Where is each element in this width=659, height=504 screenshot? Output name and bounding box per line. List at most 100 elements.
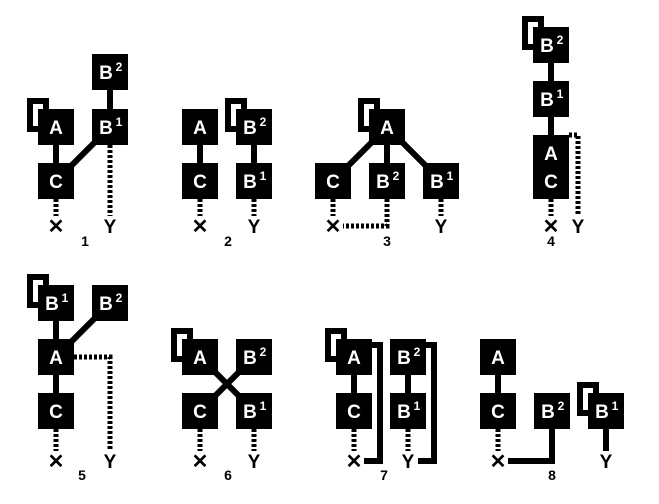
node-label: C xyxy=(347,402,361,423)
self-loop xyxy=(225,98,247,132)
node-a: A xyxy=(38,339,74,375)
node-superscript: 2 xyxy=(116,60,123,74)
node-label: C xyxy=(326,172,340,193)
terminal-x: ✕ xyxy=(346,451,363,473)
node-label: A xyxy=(544,144,558,165)
node-box xyxy=(369,109,405,145)
node-box xyxy=(182,339,218,375)
node-box xyxy=(480,393,516,429)
node-label: C xyxy=(193,402,207,423)
terminal-x: ✕ xyxy=(192,216,209,238)
terminal-x: ✕ xyxy=(48,216,65,238)
node-box xyxy=(182,393,218,429)
node-superscript: 2 xyxy=(116,291,123,305)
node-box xyxy=(423,163,459,199)
node-box xyxy=(533,81,569,117)
terminal-y: Y xyxy=(104,217,117,238)
node-superscript: 2 xyxy=(557,33,564,47)
dotted-link xyxy=(74,354,113,451)
node-label: B xyxy=(243,118,257,139)
node-a: A xyxy=(171,328,218,375)
solid-link xyxy=(418,342,437,464)
node-label: B xyxy=(540,90,554,111)
node-box xyxy=(236,339,272,375)
node-superscript: 1 xyxy=(62,291,69,305)
dotted-link xyxy=(569,132,581,216)
node-superscript: 1 xyxy=(447,169,454,183)
diagram-caption: 7 xyxy=(380,467,388,483)
node-box xyxy=(533,163,569,199)
node-label: B xyxy=(595,402,609,423)
terminal-y: Y xyxy=(402,452,415,473)
terminal-y: Y xyxy=(435,217,448,238)
node-box xyxy=(92,285,128,321)
node-superscript: 2 xyxy=(260,345,267,359)
self-loop xyxy=(358,98,380,132)
terminal-x: ✕ xyxy=(325,216,342,238)
terminal-y: Y xyxy=(572,217,585,238)
node-label: A xyxy=(193,348,207,369)
node-label: C xyxy=(544,172,558,193)
node-box xyxy=(336,393,372,429)
node-a: A xyxy=(358,98,405,145)
self-loop xyxy=(577,382,599,416)
node-box xyxy=(480,339,516,375)
diagram-caption: 3 xyxy=(383,233,391,249)
terminal-y: Y xyxy=(600,452,613,473)
node-label: B xyxy=(243,348,257,369)
node-a: A xyxy=(325,328,372,375)
node-box xyxy=(390,393,426,429)
solid-link xyxy=(364,342,383,464)
node-a: A xyxy=(182,109,218,145)
self-loop xyxy=(27,98,49,132)
node-c: C xyxy=(533,163,569,199)
self-loop xyxy=(522,16,544,50)
node-superscript: 2 xyxy=(393,169,400,183)
node-label: B xyxy=(45,294,59,315)
node-box xyxy=(236,393,272,429)
node-c: C xyxy=(336,393,372,429)
node-label: A xyxy=(49,118,63,139)
node-superscript: 1 xyxy=(612,399,619,413)
dotted-link xyxy=(343,199,390,229)
self-loop xyxy=(325,328,347,362)
node-label: B xyxy=(397,348,411,369)
diagram-caption: 8 xyxy=(548,467,556,483)
node-box xyxy=(182,109,218,145)
terminal-x: ✕ xyxy=(192,451,209,473)
node-c: C xyxy=(182,163,218,199)
node-label: C xyxy=(193,172,207,193)
node-superscript: 2 xyxy=(414,345,421,359)
node-label: B xyxy=(243,172,257,193)
node-box xyxy=(92,109,128,145)
node-box xyxy=(38,285,74,321)
node-c: C xyxy=(38,393,74,429)
terminal-y: Y xyxy=(104,452,117,473)
node-a: A xyxy=(27,98,74,145)
node-box xyxy=(588,393,624,429)
node-superscript: 2 xyxy=(260,115,267,129)
node-box xyxy=(533,27,569,63)
node-label: B xyxy=(430,172,444,193)
node-box xyxy=(38,163,74,199)
node-label: C xyxy=(49,172,63,193)
node-c: C xyxy=(182,393,218,429)
node-label: B xyxy=(243,402,257,423)
